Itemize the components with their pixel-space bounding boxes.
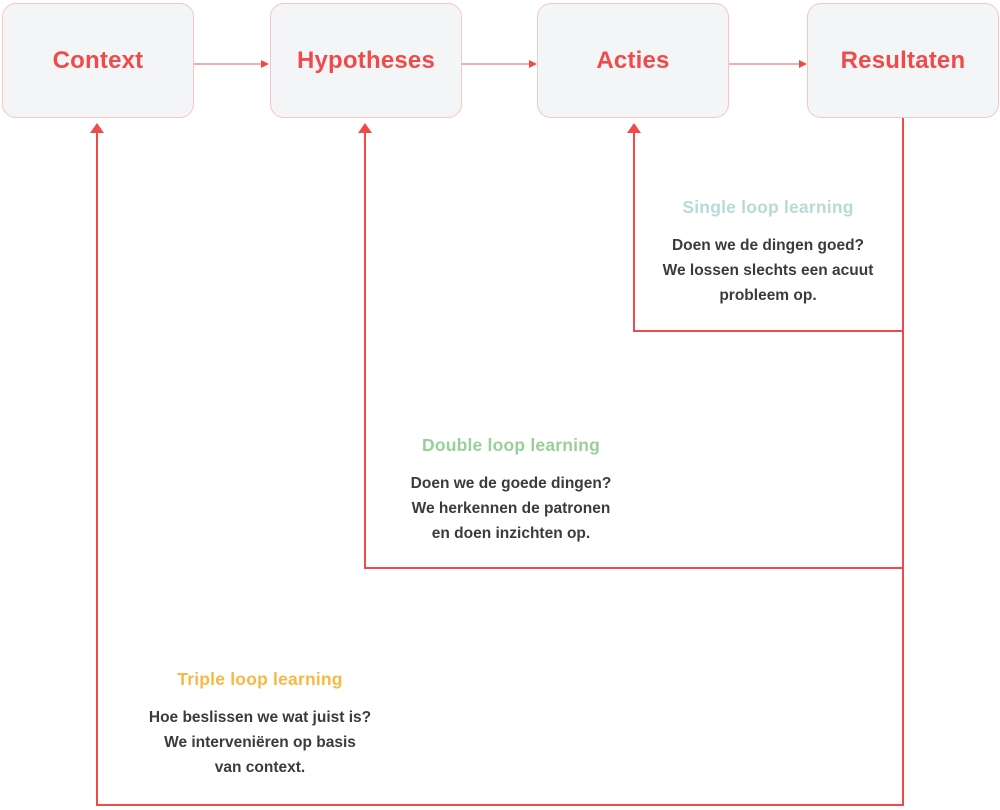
- double-loop-text-line: Doen we de goede dingen?: [410, 475, 612, 492]
- single-loop-title: Single loop learning: [682, 197, 854, 217]
- single-loop-text-line: probleem op.: [719, 287, 817, 304]
- double-loop-note: Double loop learning Doen we de goede di…: [351, 435, 671, 546]
- triple-loop-text-line: van context.: [214, 759, 306, 776]
- arrow-right-icon: [261, 60, 269, 68]
- connector-acties-to-resultaten: [729, 60, 807, 68]
- box-hypotheses-label: Hypotheses: [296, 46, 436, 74]
- single-loop-line-horizontal: [633, 330, 904, 332]
- double-loop-text-line: We herkennen de patronen: [411, 500, 611, 517]
- arrow-right-icon: [799, 60, 807, 68]
- arrow-up-icon-context: [90, 123, 104, 133]
- triple-loop-text-line: We interveniëren op basis: [164, 734, 356, 751]
- triple-loop-line-horizontal: [96, 804, 904, 806]
- single-loop-line-vertical: [633, 133, 635, 331]
- box-acties-label: Acties: [596, 46, 670, 74]
- single-loop-text-line: We lossen slechts een acuut: [662, 262, 874, 279]
- arrow-up-icon-hypotheses: [358, 123, 372, 133]
- box-hypotheses: Hypotheses: [270, 3, 462, 118]
- box-context: Context: [2, 3, 194, 118]
- connector-context-to-hypotheses: [194, 60, 269, 68]
- box-context-label: Context: [52, 46, 144, 74]
- box-acties: Acties: [537, 3, 729, 118]
- box-resultaten: Resultaten: [807, 3, 999, 118]
- double-loop-line-vertical: [364, 133, 366, 568]
- double-loop-text-line: en doen inzichten op.: [431, 525, 591, 542]
- arrow-right-icon: [529, 60, 537, 68]
- triple-loop-title: Triple loop learning: [177, 669, 343, 689]
- triple-loop-note: Triple loop learning Hoe beslissen we wa…: [100, 669, 420, 780]
- connector-hypotheses-to-acties: [462, 60, 537, 68]
- triple-loop-text-line: Hoe beslissen we wat juist is?: [148, 709, 372, 726]
- feedback-line-resultaten-down: [902, 118, 904, 806]
- single-loop-note: Single loop learning Doen we de dingen g…: [608, 197, 928, 308]
- triple-loop-line-vertical: [96, 133, 98, 805]
- double-loop-title: Double loop learning: [421, 435, 601, 455]
- arrow-up-icon-acties: [627, 123, 641, 133]
- box-resultaten-label: Resultaten: [840, 46, 966, 74]
- single-loop-text-line: Doen we de dingen goed?: [671, 237, 865, 254]
- double-loop-line-horizontal: [364, 567, 904, 569]
